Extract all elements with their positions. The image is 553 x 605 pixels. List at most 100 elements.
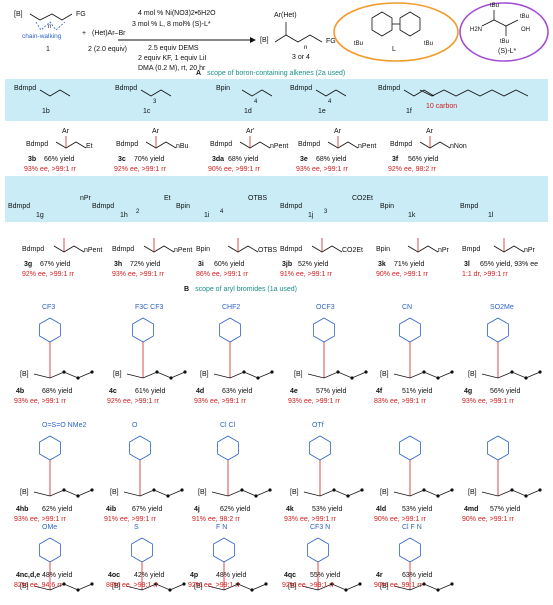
product-selectivity: 88% ee, >99:1 rr <box>106 582 158 589</box>
product-boron: Bdmpd <box>210 141 233 148</box>
product-yield: 63% yield <box>222 388 253 395</box>
chain-dot <box>90 582 94 586</box>
substrate-id: 1d <box>244 108 252 115</box>
product-boron: Bdmpd <box>22 246 45 253</box>
boron-label: [B] <box>113 371 122 378</box>
aryl-ring <box>129 435 151 461</box>
chain-dot <box>524 494 528 498</box>
product-selectivity: 91% ee, >99:1 rr <box>280 271 332 278</box>
product-id: 4oc <box>108 572 121 579</box>
product-substituent: nPr <box>524 247 535 254</box>
product-chain <box>145 141 177 149</box>
chain-dot <box>90 370 94 374</box>
product-yield: 56% yield <box>408 156 439 163</box>
substrate-boron-label: Bdmpd <box>115 85 138 92</box>
chain-dot <box>250 588 254 592</box>
substrate-id: 1j <box>308 212 314 219</box>
product-selectivity: 92% ee, >99:1 rr <box>22 271 74 278</box>
aryl-ring <box>487 317 509 343</box>
product-selectivity: 90% ee, >99:1 rr <box>376 271 428 278</box>
substrate-id: 1e <box>318 108 326 115</box>
product-selectivity: 91% ee, 98:2 rr <box>192 516 240 523</box>
chain-dot <box>422 488 426 492</box>
ligand-l-label: L <box>392 46 396 53</box>
product-aryl: Ar <box>152 128 159 135</box>
chain-dot <box>62 582 66 586</box>
substrate-id: 1c <box>143 108 151 115</box>
aryl-substituent: CF3 <box>42 304 56 311</box>
product-selectivity: 92% ee, >99:1 rr <box>188 582 240 589</box>
product-yield: 53% yield <box>402 506 433 513</box>
product-selectivity: 92% ee, >99:1 rr <box>282 582 334 589</box>
aryl-substituent: OTf <box>312 422 324 429</box>
substrate-boron-label: Bdmpd <box>378 85 401 92</box>
product-boron: Bdmpd <box>298 141 321 148</box>
product-id: 4qc <box>284 572 297 579</box>
substrate-id: 1b <box>42 108 50 115</box>
chain-dot <box>154 582 158 586</box>
substrate-chain <box>140 89 172 97</box>
product-boron: Bpin <box>376 246 391 253</box>
product-id: 4p <box>190 572 199 579</box>
boron-label: [B] <box>198 489 207 496</box>
condition-1: 4 mol % Ni(NO3)2•6H2O <box>138 10 216 17</box>
boron-label: [B] <box>20 489 29 496</box>
product-yield: 62% yield <box>42 506 73 513</box>
product-selectivity: 91% ee, >99:1 rr <box>104 516 156 523</box>
product-fg: FG <box>326 38 336 45</box>
condition-2: 3 mol % L, 8 mol% (S)-L* <box>132 21 211 28</box>
boron-label: [B] <box>380 489 389 496</box>
aryl-substituent: OCF3 <box>316 304 335 311</box>
product-id: 4e <box>290 388 298 395</box>
chain-length-note: 10 carbon <box>426 103 458 110</box>
product-yield: 51% yield <box>402 388 433 395</box>
chain-dot <box>240 488 244 492</box>
product-id: 4ld <box>376 506 387 513</box>
product-substituent: OTBS <box>258 247 278 254</box>
product-selectivity: 93% ee, >99:1 rr <box>462 398 514 405</box>
product-chain <box>143 245 175 253</box>
product-yield: 60% yield <box>214 261 245 268</box>
aryl-ring <box>307 537 329 563</box>
aryl-substituent: S <box>134 524 139 531</box>
substrate-boron-label: Bmpd <box>460 203 479 210</box>
condition-5: DMA (0.2 M), rt, 20 hr <box>138 65 206 72</box>
product-yield: 65% yield, 93% ee <box>480 261 538 268</box>
product-yield: 63% yield <box>402 572 433 579</box>
aryl-substituent: CHF2 <box>222 304 241 311</box>
substrate-id: 1k <box>408 212 416 219</box>
product-id: 4c <box>109 388 117 395</box>
aryl-ring <box>219 317 241 343</box>
product-number: 3 or 4 <box>292 54 310 61</box>
chain-dot <box>336 370 340 374</box>
substrate-n: 4 <box>328 99 332 105</box>
product-selectivity: 93% ee, >99:1 rr <box>24 166 76 173</box>
product-selectivity: 93% ee, >99:1 rr <box>14 516 66 523</box>
product-selectivity: 93% ee, >99:1 rr <box>14 398 66 405</box>
product-selectivity: 93% ee, >99:1 rr <box>284 516 336 523</box>
aryl-ring <box>487 435 509 461</box>
chain-dot <box>152 488 156 492</box>
boron-label: [B] <box>200 371 209 378</box>
product-yield: 48% yield <box>42 572 73 579</box>
boron-label: [B] <box>290 489 299 496</box>
product-id: 3h <box>114 261 123 268</box>
chain-dot <box>183 370 187 374</box>
aryl-substituent: Cl Cl <box>220 422 236 429</box>
product-boron: Bdmpd <box>390 141 413 148</box>
condition-3: 2.5 equiv DEMS <box>148 45 199 52</box>
product-yield: 66% yield <box>44 156 75 163</box>
chain-dot <box>358 582 362 586</box>
product-selectivity: 90% ee, 99:1 rr <box>374 582 422 589</box>
chain-dot <box>538 488 542 492</box>
product-yield: 53% yield <box>312 506 343 513</box>
substrate-boron-label: Bdmpd <box>92 203 115 210</box>
aryl-ring <box>313 317 335 343</box>
chain-dot <box>62 370 66 374</box>
product-chain <box>55 141 87 149</box>
product-id: 4r <box>376 572 383 579</box>
chain-dot <box>422 582 426 586</box>
product-id: 4hb <box>16 506 29 513</box>
product-aryl: Ar(Het) <box>274 12 297 19</box>
